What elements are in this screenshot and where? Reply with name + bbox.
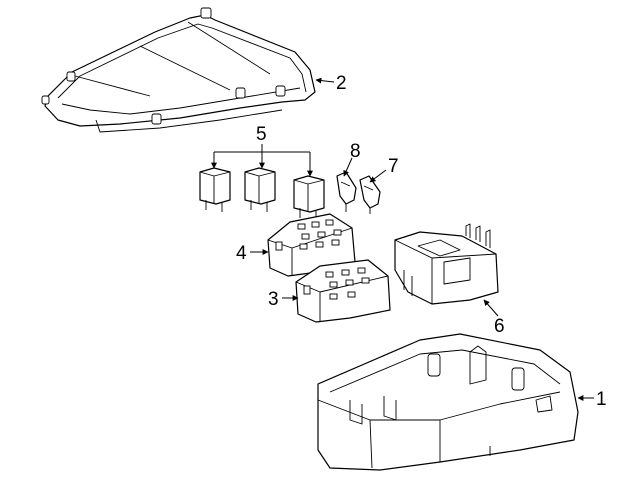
callout-3: 3 (268, 289, 279, 310)
callout-2: 2 (336, 73, 347, 94)
relay-holder-upper (267, 213, 356, 277)
upper-cover (41, 7, 316, 133)
relay-left (199, 167, 231, 212)
callout-7: 7 (388, 156, 399, 177)
relay-middle (244, 167, 276, 212)
callout-6: 6 (494, 316, 505, 337)
fuse-7 (359, 175, 381, 214)
relay-holder-lower (295, 259, 391, 323)
callout-5: 5 (256, 124, 267, 145)
callout-4: 4 (236, 243, 247, 264)
relay-right (293, 175, 325, 220)
fuse-8 (336, 171, 357, 212)
leader-lines (211, 77, 594, 401)
callout-1: 1 (596, 389, 607, 410)
lower-housing (317, 333, 579, 471)
callout-8: 8 (350, 141, 361, 162)
fuse-block (394, 223, 499, 305)
